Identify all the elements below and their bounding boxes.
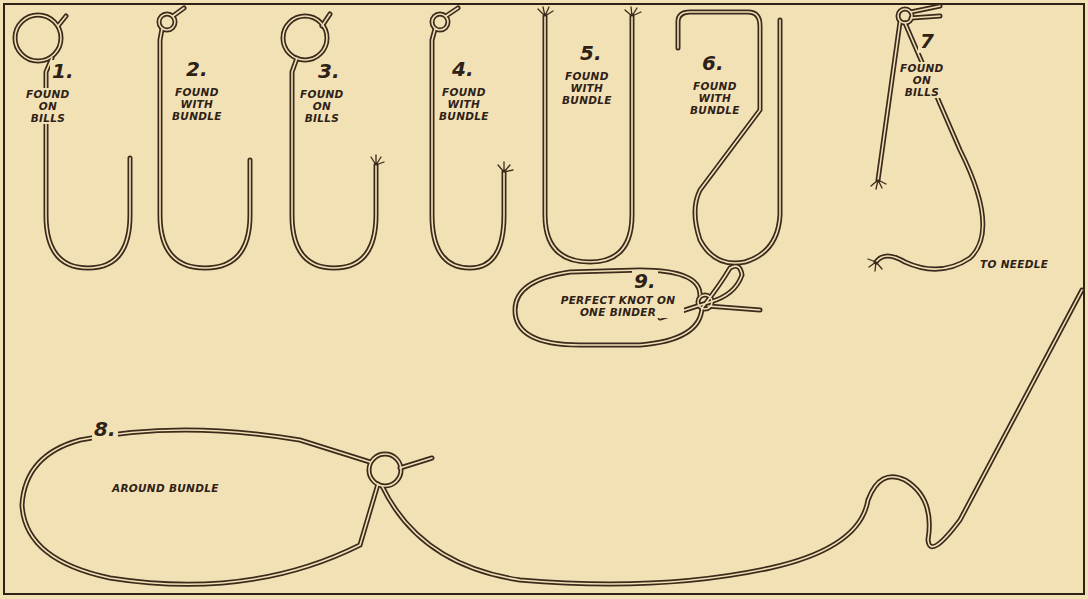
note-label: FOUND WITH BUNDLE xyxy=(688,80,742,116)
callout-number: 6. xyxy=(700,52,726,75)
note-label: FOUND WITH BUNDLE xyxy=(170,86,224,122)
note-label: FOUND ON BILLS xyxy=(298,88,346,124)
note-label: TO NEEDLE xyxy=(978,258,1050,270)
note-label: FOUND WITH BUNDLE xyxy=(437,86,491,122)
note-label: FOUND ON BILLS xyxy=(24,88,72,124)
callout-number: 1. xyxy=(50,60,76,83)
note-label: PERFECT KNOT ON ONE BINDER xyxy=(552,294,684,318)
note-label: AROUND BUNDLE xyxy=(110,482,221,494)
callout-number: 3. xyxy=(316,60,342,83)
callout-number: 4. xyxy=(450,58,476,81)
callout-number: 9. xyxy=(632,270,658,293)
callout-number: 2. xyxy=(184,58,210,81)
note-label: FOUND ON BILLS xyxy=(898,62,946,98)
callout-number: 7 xyxy=(918,30,936,53)
note-label: FOUND WITH BUNDLE xyxy=(560,70,614,106)
callout-number: 5. xyxy=(578,42,604,65)
callout-number: 8. xyxy=(92,418,118,441)
